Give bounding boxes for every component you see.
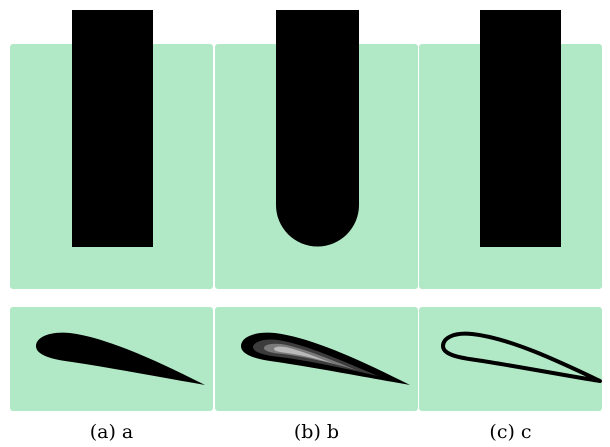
caption-b: (b) b [293, 421, 340, 443]
panel-bottom-c [419, 307, 602, 411]
airfoil-layered-b [241, 332, 410, 385]
airfoil-outline-c [441, 331, 602, 383]
caption-a: (a) a [89, 421, 134, 443]
bar-rect-a [72, 10, 153, 247]
caption-c: (c) c [489, 421, 532, 443]
airfoil-layer-light-gray [274, 346, 334, 364]
bar-rounded-b [276, 10, 359, 247]
bar-rect-c [480, 10, 561, 247]
airfoil-solid-a [36, 332, 205, 385]
